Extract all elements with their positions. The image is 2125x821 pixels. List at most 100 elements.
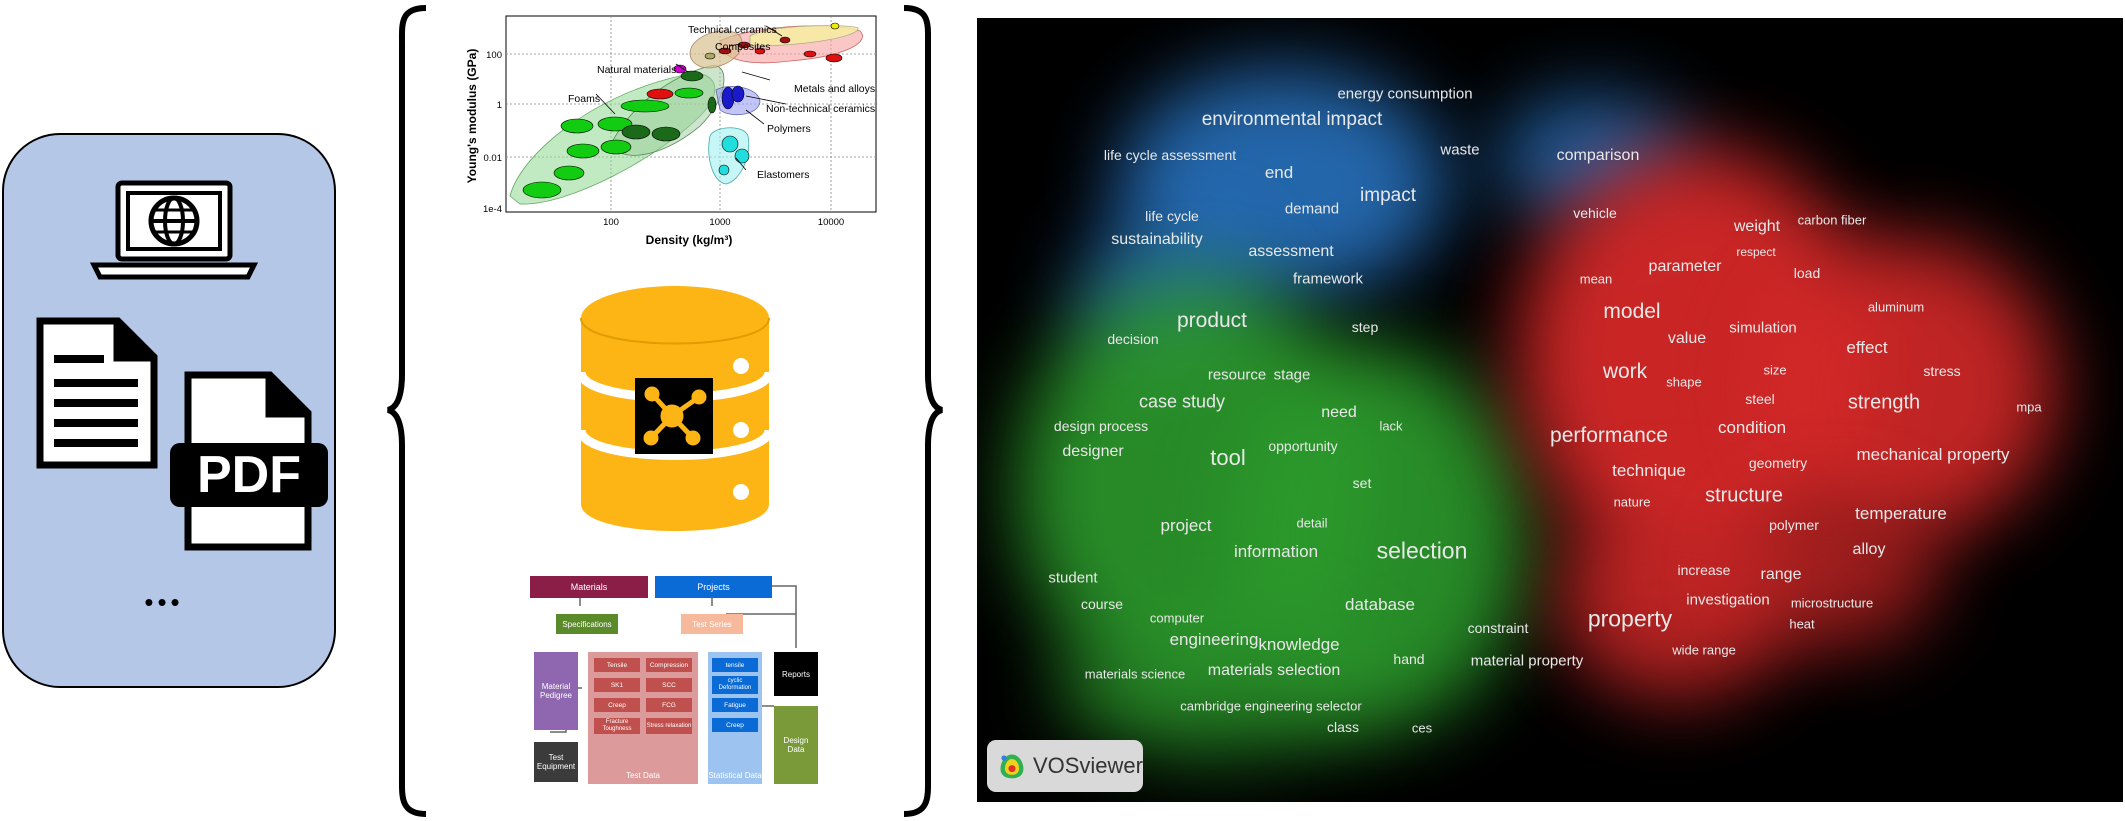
- term-label: wide range: [1672, 642, 1736, 658]
- database-schema-diagram: Materials Projects Specifications Test S…: [520, 570, 830, 790]
- term-label: sustainability: [1111, 231, 1203, 248]
- stat-cell: tensile: [712, 658, 758, 672]
- term-label: opportunity: [1268, 438, 1338, 454]
- density-blob-red: [1737, 498, 1937, 648]
- term-label: cambridge engineering selector: [1180, 698, 1362, 714]
- label-foams: Foams: [568, 93, 600, 105]
- term-label: resource: [1207, 366, 1267, 384]
- term-label: information: [1233, 542, 1319, 561]
- ytick-0.01: 0.01: [484, 153, 503, 164]
- test-equipment-box: Test Equipment: [534, 742, 578, 782]
- term-label: framework: [1292, 270, 1364, 288]
- left-brace: [386, 5, 427, 817]
- term-label: polymer: [1769, 517, 1819, 533]
- term-label: increase: [1677, 562, 1731, 578]
- test-series-box: Test Series: [681, 614, 743, 634]
- test-cell: Creep: [594, 698, 640, 712]
- term-label: design process: [1053, 418, 1149, 434]
- ellipsis: •••: [144, 587, 184, 617]
- term-label: materials science: [1084, 666, 1186, 682]
- term-label: aluminum: [1867, 299, 1925, 315]
- term-label: tool: [1210, 445, 1246, 470]
- pdf-label: PDF: [197, 446, 301, 504]
- term-label: assessment: [1248, 243, 1334, 260]
- term-label: mpa: [2016, 399, 2042, 415]
- term-label: work: [1602, 360, 1648, 383]
- stat-cell: Fatigue: [712, 698, 758, 712]
- term-label: engineering: [1169, 630, 1259, 649]
- term-label: size: [1763, 362, 1787, 378]
- ytick-1e-4: 1e-4: [483, 204, 502, 215]
- term-label: value: [1667, 330, 1707, 347]
- term-label: course: [1080, 596, 1124, 612]
- term-label: shape: [1666, 374, 1702, 390]
- database-network-icon: [576, 286, 774, 531]
- term-label: environmental impact: [1201, 109, 1383, 130]
- pdf-icon: [170, 371, 328, 551]
- test-cell: Tensile: [594, 658, 640, 672]
- label-metals-and-alloys: Metals and alloys: [794, 83, 875, 95]
- term-label: class: [1327, 719, 1359, 735]
- term-label: hand: [1393, 651, 1425, 667]
- term-label: technique: [1612, 461, 1686, 480]
- term-label: energy consumption: [1337, 85, 1473, 103]
- term-label: range: [1760, 566, 1802, 583]
- term-label: end: [1264, 163, 1294, 182]
- right-brace: [903, 5, 944, 817]
- design-data-box: Design Data: [774, 706, 818, 784]
- term-label: respect: [1736, 245, 1776, 259]
- term-label: waste: [1440, 141, 1480, 159]
- term-label: computer: [1149, 610, 1205, 626]
- term-label: need: [1321, 404, 1357, 421]
- term-label: decision: [1107, 331, 1159, 347]
- term-label: performance: [1550, 424, 1668, 447]
- term-label: product: [1176, 309, 1248, 332]
- vosviewer-logo-text: VOSviewer: [1032, 753, 1143, 778]
- term-label: model: [1603, 300, 1661, 323]
- term-label: detail: [1296, 515, 1328, 531]
- term-label: materials selection: [1207, 662, 1341, 679]
- projects-box: Projects: [655, 576, 772, 598]
- term-label: ces: [1411, 720, 1433, 736]
- term-label: lack: [1379, 418, 1403, 434]
- term-label: property: [1587, 605, 1673, 632]
- term-label: selection: [1376, 537, 1468, 564]
- term-label: carbon fiber: [1797, 212, 1867, 228]
- vosviewer-density-map: energy consumption environmental impact wa…: [977, 18, 2123, 802]
- label-natural-materials: Natural materials: [597, 64, 676, 76]
- vosviewer-logo-badge: VOSviewer: [987, 740, 1143, 792]
- materials-box: Materials: [530, 576, 648, 598]
- document-icon: [36, 317, 158, 469]
- term-label: mean: [1579, 271, 1613, 287]
- term-label: stage: [1273, 366, 1311, 384]
- xtick-10000: 10000: [818, 217, 844, 228]
- term-label: investigation: [1686, 591, 1770, 609]
- term-label: condition: [1717, 418, 1787, 437]
- term-label: load: [1793, 265, 1821, 281]
- term-label: set: [1352, 475, 1372, 491]
- term-label: life cycle: [1145, 208, 1199, 224]
- test-cell: Fracture Toughness: [594, 718, 640, 734]
- xtick-1000: 1000: [709, 217, 730, 228]
- test-cell: FCG: [646, 698, 692, 712]
- reports-box: Reports: [774, 652, 818, 696]
- term-label: steel: [1745, 391, 1775, 407]
- term-label: database: [1345, 595, 1415, 614]
- ashby-ylabel: Young's modulus (GPa): [465, 49, 479, 184]
- term-label: strength: [1847, 391, 1921, 414]
- material-pedigree-box: Material Pedigree: [534, 652, 578, 730]
- term-label: designer: [1062, 443, 1124, 460]
- term-label: stress: [1923, 363, 1961, 379]
- test-data-label: Test Data: [626, 771, 660, 780]
- term-label: microstructure: [1790, 595, 1874, 611]
- ytick-1: 1: [497, 100, 502, 111]
- term-label: weight: [1733, 218, 1781, 235]
- term-label: vehicle: [1573, 205, 1617, 221]
- term-label: knowledge: [1258, 635, 1340, 654]
- data-sources-card: PDF •••: [2, 133, 336, 688]
- laptop-globe-icon: [89, 180, 259, 280]
- term-label: simulation: [1729, 319, 1797, 337]
- label-polymers: Polymers: [767, 123, 811, 135]
- term-label: structure: [1705, 484, 1783, 507]
- term-label: effect: [1846, 338, 1888, 357]
